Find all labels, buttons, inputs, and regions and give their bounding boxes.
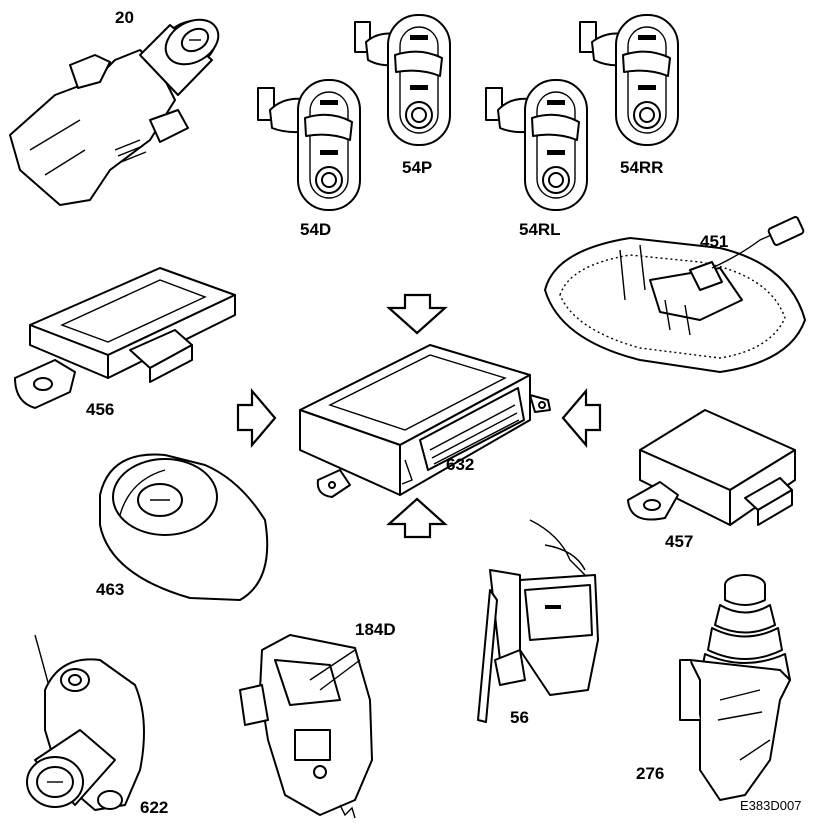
door-switch-54D [257, 79, 361, 211]
hood-switch-56 [477, 519, 599, 723]
label-457: 457 [665, 532, 694, 551]
label-632: 632 [446, 455, 475, 474]
label-463: 463 [96, 580, 125, 599]
label-622: 622 [140, 798, 169, 817]
label-451: 451 [700, 232, 729, 251]
label-184D: 184D [355, 620, 396, 639]
label-456: 456 [86, 400, 115, 419]
control-module-632 [299, 344, 551, 498]
control-unit-456 [14, 267, 236, 409]
arrow-right-icon [236, 388, 277, 448]
label-54RR: 54RR [620, 158, 664, 177]
selector-switch-276 [679, 574, 791, 801]
door-switch-54RR [579, 14, 679, 146]
ignition-switch-463 [99, 453, 269, 601]
lock-cylinder-622 [26, 634, 145, 811]
label-20: 20 [115, 8, 134, 27]
label-56: 56 [510, 708, 529, 727]
label-54P: 54P [402, 158, 433, 177]
arrow-down-icon [386, 293, 448, 335]
interior-light-451 [544, 216, 806, 373]
module-457 [627, 409, 796, 526]
label-54D: 54D [300, 220, 332, 239]
figure-reference: E383D007 [740, 798, 802, 813]
lock-switch-184D [239, 634, 373, 819]
label-54RL: 54RL [519, 220, 561, 239]
door-switch-54P [354, 14, 451, 146]
label-276: 276 [636, 764, 665, 783]
arrow-left-icon [561, 388, 602, 448]
ignition-switch-20 [9, 18, 220, 206]
door-switch-54RL [485, 79, 588, 211]
arrow-up-icon [386, 497, 448, 539]
